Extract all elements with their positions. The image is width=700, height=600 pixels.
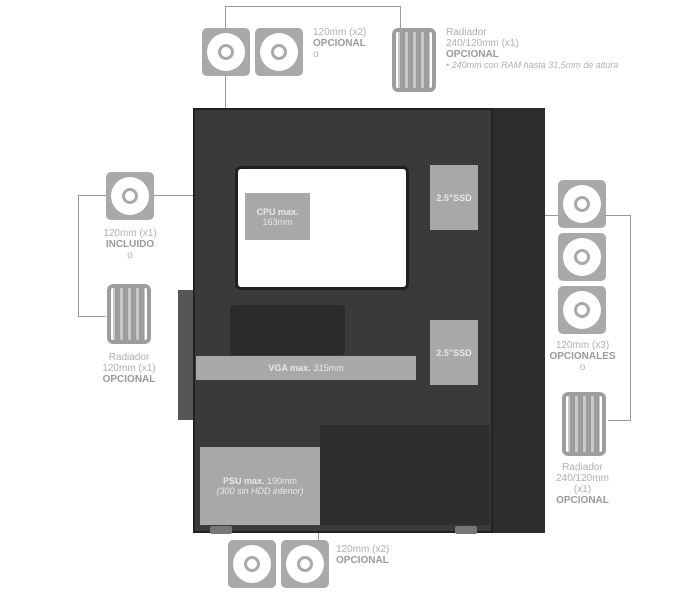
psu-value: 190mm (267, 476, 298, 486)
ssd-label: 2.5"SSD (436, 192, 472, 203)
fan-icon (228, 540, 276, 588)
connector-line (78, 195, 79, 317)
ssd-label: 2.5"SSD (436, 347, 472, 358)
front-panel (493, 108, 545, 533)
case-foot (210, 526, 232, 534)
fan-icon (106, 172, 154, 220)
fan-icon (202, 28, 250, 76)
connector-line (225, 6, 401, 7)
vga-clearance: VGA max.315mm (196, 356, 416, 380)
fan-icon (558, 286, 606, 334)
vga-label: VGA max. (268, 363, 311, 373)
vga-value: 315mm (313, 363, 344, 373)
radiator-icon (562, 392, 606, 456)
psu-label: PSU max. (222, 476, 265, 486)
radiator-icon (107, 284, 151, 344)
fan-icon (558, 233, 606, 281)
connector-line (78, 316, 105, 317)
case-foot (455, 526, 477, 534)
psu-shroud (320, 425, 490, 525)
radiator-icon (392, 28, 436, 92)
fan-icon (558, 180, 606, 228)
cpu-label: CPU max. (256, 206, 299, 217)
psu-clearance: PSU max. 190mm(300 sin HDD inferior) (200, 447, 320, 525)
ssd-bay-1: 2.5"SSD (430, 165, 478, 230)
cpu-value: 163mm (262, 216, 293, 227)
cpu-clearance: CPU max.163mm (245, 193, 310, 240)
rear-io (178, 290, 193, 420)
connector-line (400, 6, 401, 28)
ssd-bay-2: 2.5"SSD (430, 320, 478, 385)
motherboard-panel (230, 305, 345, 355)
connector-line (608, 420, 631, 421)
connector-line (630, 215, 631, 420)
psu-note: (300 sin HDD inferior) (216, 486, 304, 496)
fan-icon (281, 540, 329, 588)
bottom-fans-label: 120mm (x2)OPCIONAL (336, 544, 390, 566)
fan-icon (255, 28, 303, 76)
